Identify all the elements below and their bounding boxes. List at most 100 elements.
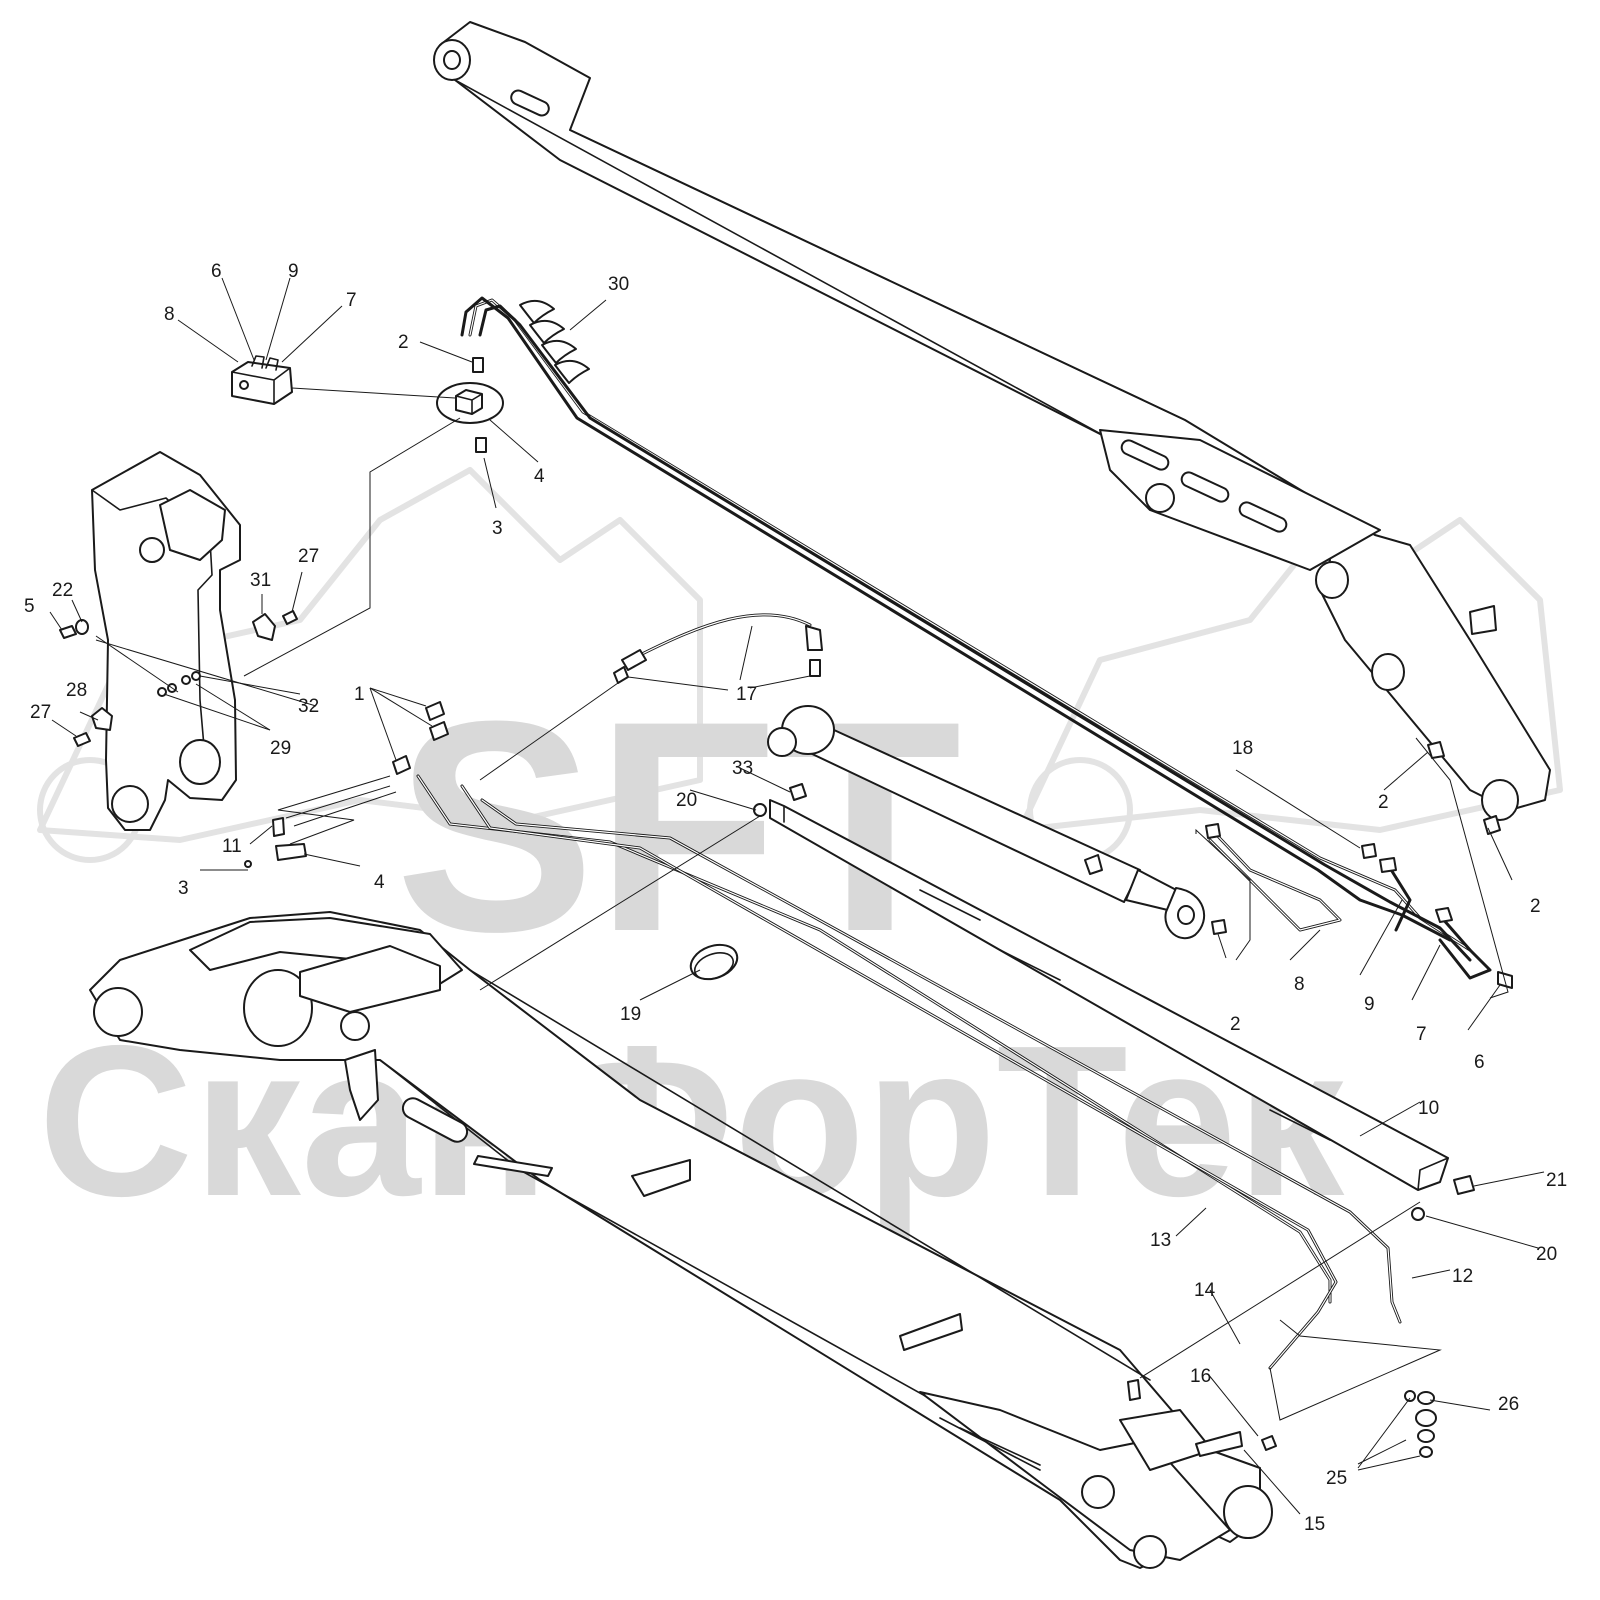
watermark-machine-left [37,467,703,843]
leader [1235,769,1361,849]
boom-pin-hole [1081,1475,1115,1509]
boom-slot [401,1097,469,1143]
leader [1415,737,1509,999]
callout-5: 5 [24,596,35,617]
leader [1269,1319,1442,1421]
leader [1473,1171,1545,1187]
clamp-28 [91,707,113,731]
mounting-bracket [91,451,241,831]
callout-21: 21 [1546,1170,1567,1191]
pipe-13 [417,775,1331,1303]
cylinder-rod-eye-hole [1177,905,1195,925]
leader [1467,984,1501,1031]
seal-20 [1411,1207,1425,1221]
boom-tab [1127,1379,1141,1401]
bolt-27 [282,610,298,625]
boom-pin [473,1155,553,1177]
leader [95,639,317,707]
leader [95,635,179,693]
leader [1429,1399,1491,1411]
callout-2: 2 [1230,1014,1241,1035]
boom-pin-hole [340,1011,370,1041]
dipper-arm-edge [454,79,1109,439]
spiral-guard-coil [519,299,555,324]
leader [1217,933,1227,959]
hose [478,304,1472,962]
fitting-8 [1205,823,1221,839]
leader [277,775,397,845]
callout-18: 18 [1232,738,1253,759]
fitting-3 [244,860,252,868]
callout-9: 9 [288,261,299,282]
hose-7 [1438,916,1492,980]
bolt-21 [1453,1175,1475,1195]
callout-16: 16 [1190,1366,1211,1387]
leader [627,675,811,691]
callout-2: 2 [1378,792,1389,813]
leader [199,675,301,695]
leader [569,299,607,331]
callout-29: 29 [270,738,291,759]
hose-end [805,625,823,651]
fitting-2 [472,357,484,373]
callout-30: 30 [608,274,629,295]
leader [1243,1449,1301,1515]
cylinder-eye [767,727,797,757]
callout-11: 11 [222,836,242,857]
fitting-2 [1211,919,1227,935]
leader [51,719,77,737]
leader [1487,827,1513,881]
boom-pin-hole [1223,1485,1273,1539]
leader [1359,1101,1421,1137]
bolt-27 [73,732,91,747]
manifold-block [436,357,504,453]
fitting-2 [1427,741,1445,759]
valve-block [231,355,293,405]
dipper-arm-pin-hole [1315,561,1349,599]
fitting-set [1404,1390,1437,1458]
flexible-hose [613,613,823,684]
bolt-11 [272,817,285,837]
leader [419,341,473,363]
cover-plate [769,799,1449,1191]
dipper-arm-edge [569,129,1186,421]
hose-9 [1388,866,1412,932]
spiral-guard-coil [554,359,590,384]
seal-25 [1404,1390,1416,1402]
spiral-guard-coil [529,319,565,344]
washer-22 [75,619,89,635]
leader [291,571,303,613]
callout-6: 6 [1474,1052,1485,1073]
leader [1207,1373,1259,1437]
adapter-17 [809,659,821,677]
pipe-12 [481,799,1401,1323]
boom-slot-line [939,1417,1041,1471]
callout-4: 4 [374,872,385,893]
callout-6: 6 [211,261,222,282]
callout-13: 13 [1150,1230,1171,1251]
dipper-arm-slot [1120,439,1170,471]
bolt-5 [59,625,77,639]
dipper-arm [433,21,1551,821]
pipe-elbow-1 [392,755,411,775]
leader [281,305,343,363]
valve-block-edge [231,367,291,405]
dipper-arm-plate [1099,429,1381,571]
callout-10: 10 [1418,1098,1439,1119]
bracket-pin [159,489,226,561]
bracket-pin-hole [179,739,221,785]
leader [265,277,291,361]
leader [291,387,456,399]
callout-7: 7 [1416,1024,1427,1045]
leader [1195,828,1251,961]
leader [1139,1201,1421,1379]
boom-pin-hole [93,987,143,1037]
callout-labels: 6 9 7 8 2 30 4 3 27 31 22 5 28 27 32 29 … [24,261,1567,1535]
oring-32 [191,671,201,681]
leader [1289,929,1321,961]
callout-19: 19 [620,1004,641,1025]
clamp-31 [252,613,276,641]
callout-31: 31 [250,570,271,591]
fitting-2 [1483,815,1501,835]
nut-25 [1415,1409,1437,1427]
